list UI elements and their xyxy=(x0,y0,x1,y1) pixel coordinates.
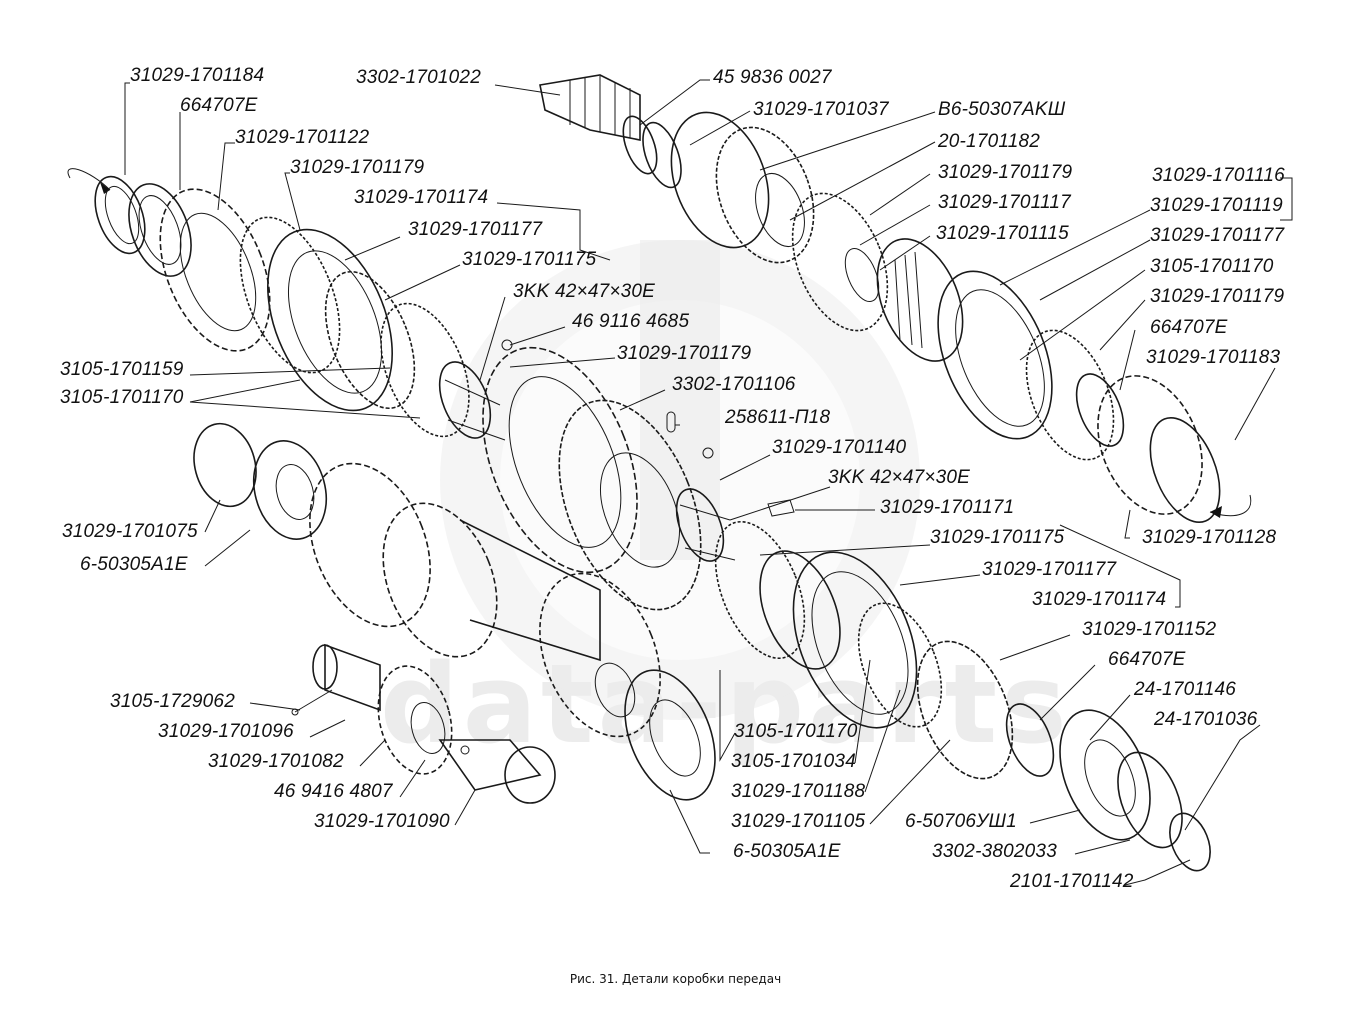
part-label: 3302-3802033 xyxy=(932,841,1057,862)
synchro-ring-icon xyxy=(791,192,889,332)
part-label: 3KK 42×47×30E xyxy=(828,467,971,488)
bushing-icon xyxy=(1149,416,1221,524)
rotation-arrow-icon xyxy=(1209,494,1252,518)
part-label: 31029-1701174 xyxy=(354,187,489,208)
part-label: 3105-1701034 xyxy=(731,751,856,772)
part-label: 20-1701182 xyxy=(938,131,1041,152)
part-label: 31029-1701177 xyxy=(982,559,1117,580)
part-label: 31029-1701183 xyxy=(1146,347,1281,368)
small-ball-icon xyxy=(702,447,714,459)
gear-icon xyxy=(159,188,271,352)
reverse-gear-icon xyxy=(377,665,453,775)
part-label: 31029-1701179 xyxy=(617,343,752,364)
part-label: 664707E xyxy=(1150,317,1228,338)
synchro-sleeve-icon xyxy=(937,270,1053,440)
synchro-ring-icon xyxy=(857,602,943,728)
part-label: 45 9836 0027 xyxy=(713,67,832,88)
part-label: 3105-1701159 xyxy=(60,359,184,380)
needle-bearing-icon xyxy=(128,183,192,277)
needle-bearing-icon xyxy=(675,488,736,562)
spacer-icon xyxy=(1117,751,1183,849)
part-label: 3105-1701170 xyxy=(1150,256,1274,277)
part-label: 31029-1701140 xyxy=(772,437,907,458)
part-label: 31029-1701117 xyxy=(938,192,1071,213)
part-label: 31029-1701175 xyxy=(462,249,597,270)
part-label: 24-1701036 xyxy=(1154,709,1258,730)
needle-bearing-icon xyxy=(1005,703,1055,777)
synchro-hub-icon xyxy=(759,550,841,670)
part-label: 31029-1701119 xyxy=(1150,195,1283,216)
part-label: 3105-1729062 xyxy=(110,691,235,712)
part-label: 31029-1701171 xyxy=(880,497,1015,518)
synchro-ring-icon xyxy=(714,520,806,660)
part-label: 31029-1701116 xyxy=(1152,165,1285,186)
part-label: B6-50307AKШ xyxy=(938,99,1066,120)
bearing-icon xyxy=(624,669,716,801)
figure-caption: Рис. 31. Детали коробки передач xyxy=(569,972,782,986)
ring-icon xyxy=(193,422,257,508)
part-label: 31029-1701082 xyxy=(208,751,344,772)
part-label: 6-50706УШ1 xyxy=(905,811,1017,832)
gear-icon xyxy=(916,640,1014,780)
countershaft-gear-icon xyxy=(309,462,661,738)
small-ball-icon xyxy=(501,339,513,351)
part-label: 31029-1701096 xyxy=(158,721,294,742)
pin-icon xyxy=(666,411,676,433)
part-label: 31029-1701175 xyxy=(930,527,1065,548)
part-label: 3302-1701106 xyxy=(672,374,796,395)
synchro-ring-icon xyxy=(380,302,470,438)
part-label: 31029-1701179 xyxy=(938,162,1073,183)
bearing-icon xyxy=(670,111,815,264)
part-label: 31029-1701122 xyxy=(235,127,370,148)
part-label: 31029-1701184 xyxy=(130,65,265,86)
reverse-shaft-icon xyxy=(438,739,556,804)
rotation-arrow-icon xyxy=(67,168,111,194)
part-label: 6-50305A1E xyxy=(80,554,188,575)
leader-lines xyxy=(124,79,1293,886)
part-label: 3KK 42×47×30E xyxy=(513,281,656,302)
key-icon xyxy=(767,499,795,517)
part-label: 31029-1701090 xyxy=(314,811,450,832)
part-label: 31029-1701075 xyxy=(62,521,198,542)
gear-icon xyxy=(558,399,702,611)
part-label: 31029-1701174 xyxy=(1032,589,1167,610)
part-label: 31029-1701177 xyxy=(408,219,543,240)
bearing-icon xyxy=(1059,709,1151,841)
part-label: 31029-1701179 xyxy=(1150,286,1285,307)
ring-icon xyxy=(622,115,658,175)
part-label: 6-50305A1E xyxy=(733,841,841,862)
ring-icon xyxy=(642,121,682,189)
input-shaft-icon xyxy=(539,74,641,141)
part-label: 46 9116 4685 xyxy=(572,311,690,332)
part-label: 31029-1701188 xyxy=(731,781,866,802)
part-label: 31029-1701128 xyxy=(1142,527,1277,548)
part-label: 31029-1701179 xyxy=(290,157,425,178)
synchro-ring-icon xyxy=(1025,329,1115,461)
part-label: 664707E xyxy=(180,95,258,116)
pin-icon xyxy=(291,689,333,716)
part-label: 3302-1701022 xyxy=(356,67,481,88)
part-label: 31029-1701177 xyxy=(1150,225,1285,246)
part-label: 664707E xyxy=(1108,649,1186,670)
part-label: 3105-1701170 xyxy=(60,387,184,408)
bearing-icon xyxy=(253,440,327,540)
part-label: 258611-П18 xyxy=(725,407,831,428)
watermark-logo xyxy=(440,240,920,720)
gear-icon xyxy=(482,346,638,574)
part-label: 31029-1701037 xyxy=(753,99,889,120)
bushing-icon xyxy=(312,643,381,712)
part-label: 31029-1701105 xyxy=(731,811,866,832)
part-label: 24-1701146 xyxy=(1134,679,1237,700)
synchro-ring-icon xyxy=(239,216,341,374)
part-label: 31029-1701115 xyxy=(936,223,1069,244)
part-label: 3105-1701170 xyxy=(734,721,858,742)
ring-icon xyxy=(94,175,146,255)
synchro-hub-icon xyxy=(267,228,416,412)
needle-bearing-icon xyxy=(1075,373,1125,447)
snap-ring-icon xyxy=(1169,812,1211,872)
part-label: 46 9416 4807 xyxy=(274,781,393,802)
part-label: 2101-1701142 xyxy=(1010,871,1134,892)
part-label: 31029-1701152 xyxy=(1082,619,1217,640)
